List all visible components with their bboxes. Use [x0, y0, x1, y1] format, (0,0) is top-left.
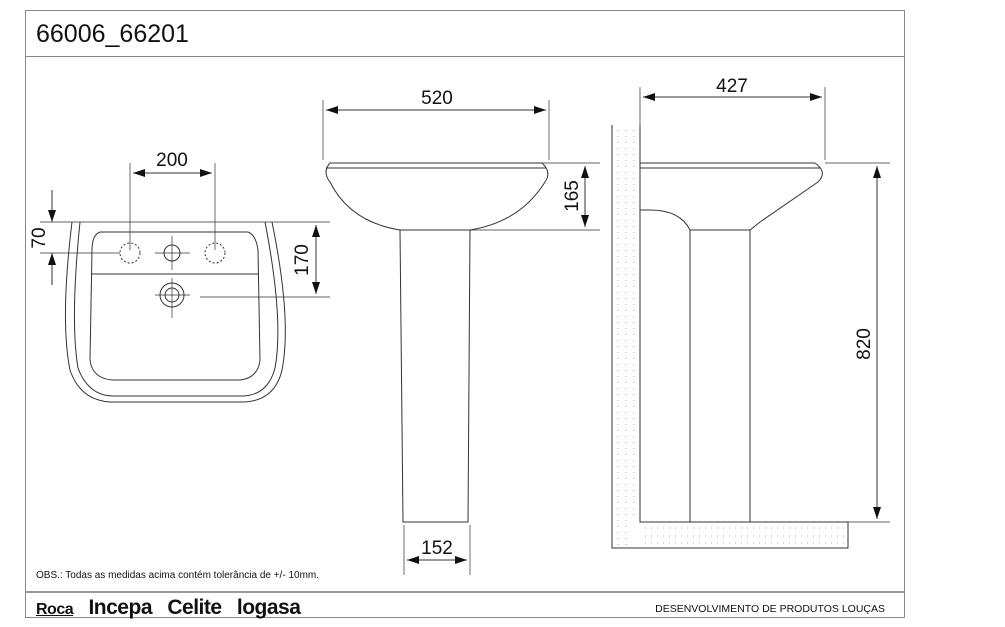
- side-view: [611, 87, 890, 549]
- drawing-frame: [25, 10, 905, 618]
- dim-basin-width: 520: [421, 88, 453, 109]
- front-view: [322, 100, 600, 575]
- dim-basin-depth: 427: [716, 76, 748, 97]
- dim-faucet-offset: 70: [29, 227, 50, 248]
- dim-install-height: 820: [854, 328, 875, 360]
- dim-drain-offset: 170: [292, 244, 313, 276]
- tolerance-note: OBS.: Todas as medidas acima contém tole…: [36, 570, 320, 581]
- footer-divider: [25, 591, 905, 593]
- logo-logasa: logasa: [236, 596, 301, 619]
- header-divider: [25, 56, 905, 57]
- department-label: DESENVOLVIMENTO DE PRODUTOS LOUÇAS: [655, 603, 885, 615]
- logo-celite: Celite: [167, 596, 222, 619]
- logo-incepa: Incepa: [88, 596, 152, 619]
- brand-logos: Roca Incepa Celite logasa: [36, 596, 310, 620]
- dim-basin-height: 165: [562, 180, 583, 212]
- logo-roca: Roca: [36, 601, 74, 618]
- dim-faucet-spacing: 200: [156, 150, 188, 171]
- dim-pedestal-width: 152: [421, 538, 453, 559]
- drawing-title: 66006_66201: [36, 20, 189, 48]
- top-view: [40, 163, 330, 403]
